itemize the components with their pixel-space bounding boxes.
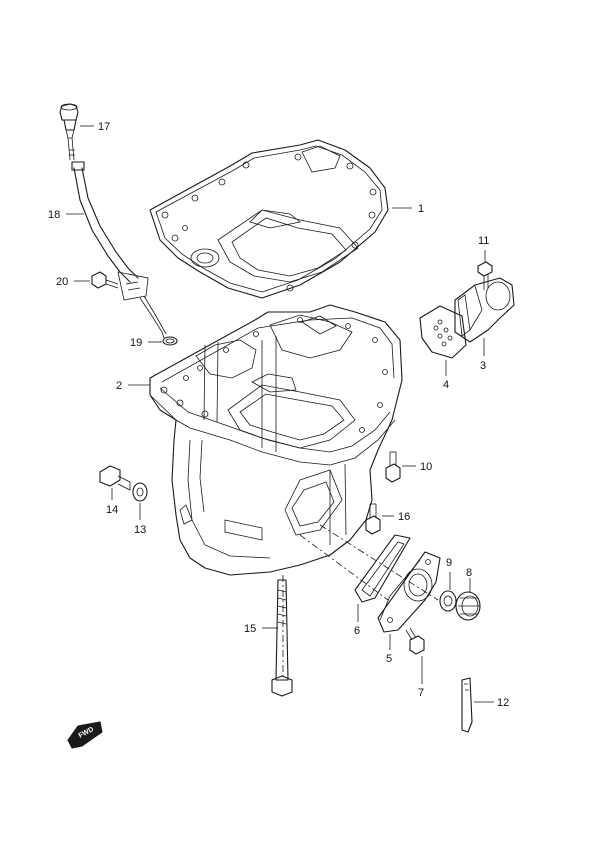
callout-18: 18 bbox=[48, 209, 60, 221]
callout-16: 16 bbox=[398, 511, 410, 523]
callout-12: 12 bbox=[497, 697, 509, 709]
washer-part-13 bbox=[132, 482, 148, 502]
clip-part-12 bbox=[461, 677, 473, 733]
dipstick-guide-part-18 bbox=[71, 161, 167, 339]
bolt-part-16 bbox=[365, 503, 381, 535]
callout-6: 6 bbox=[354, 625, 360, 637]
gasket-part-4 bbox=[419, 305, 467, 359]
cap-part-8 bbox=[455, 591, 481, 621]
callout-11: 11 bbox=[478, 235, 489, 247]
plug-part-14 bbox=[99, 465, 131, 491]
callout-7: 7 bbox=[418, 687, 424, 699]
callout-1: 1 bbox=[418, 203, 424, 215]
dipstick-part-17 bbox=[59, 103, 79, 161]
callout-4: 4 bbox=[443, 379, 449, 391]
bolt-part-10 bbox=[385, 451, 401, 483]
alignment-line bbox=[319, 524, 439, 601]
callout-5: 5 bbox=[386, 653, 392, 665]
callout-14: 14 bbox=[106, 504, 118, 516]
seal-part-9 bbox=[439, 590, 457, 612]
callout-8: 8 bbox=[466, 567, 472, 579]
gasket-part-1 bbox=[149, 139, 389, 299]
alignment-line bbox=[299, 534, 389, 601]
callout-13: 13 bbox=[134, 524, 146, 536]
bolt-part-20 bbox=[91, 271, 119, 289]
bolt-part-15 bbox=[271, 579, 293, 697]
callout-3: 3 bbox=[480, 360, 486, 372]
cover-part-5 bbox=[377, 551, 441, 633]
forward-arrow-icon: FWD bbox=[67, 721, 103, 749]
callout-9: 9 bbox=[446, 557, 452, 569]
callout-2: 2 bbox=[116, 380, 122, 392]
cover-part-3 bbox=[454, 277, 515, 343]
callout-19: 19 bbox=[130, 337, 142, 349]
callout-15: 15 bbox=[244, 623, 256, 635]
bolt-part-7 bbox=[405, 627, 425, 655]
bolt-part-11 bbox=[477, 261, 493, 290]
callout-10: 10 bbox=[420, 461, 432, 473]
callout-20: 20 bbox=[56, 276, 68, 288]
o-ring-part-19 bbox=[162, 336, 178, 346]
oil-pan-part-2 bbox=[149, 304, 403, 576]
callout-17: 17 bbox=[98, 121, 110, 133]
gasket-part-6 bbox=[354, 534, 411, 603]
